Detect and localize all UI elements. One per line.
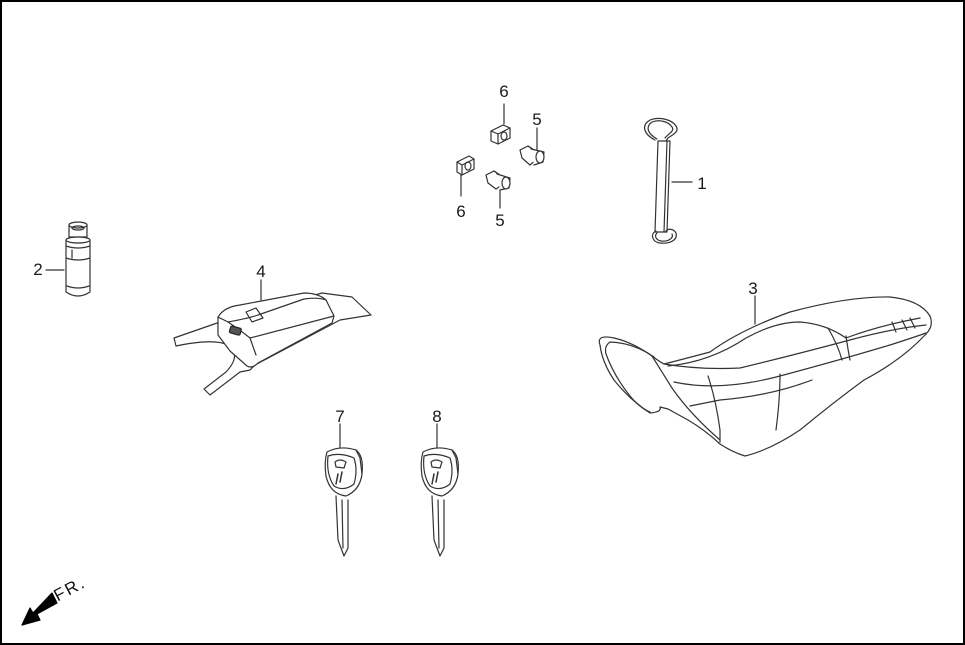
key-7-icon <box>324 423 363 557</box>
key-8-icon <box>420 423 459 557</box>
callout-6-upper: 6 <box>499 82 509 101</box>
callout-1: 1 <box>697 174 707 193</box>
callout-5-upper: 5 <box>532 110 542 129</box>
callout-2: 2 <box>33 260 43 279</box>
seat-base-tray-icon <box>173 279 372 396</box>
nut-upper-icon <box>490 103 511 145</box>
bolt-upper-icon <box>519 127 545 166</box>
callout-5-lower: 5 <box>495 211 505 230</box>
front-direction-arrow-icon <box>21 592 58 626</box>
bolt-lower-icon <box>485 170 511 209</box>
callout-6-lower: 6 <box>456 202 466 221</box>
cylindrical-plug-icon <box>45 221 91 297</box>
callout-3: 3 <box>748 279 758 298</box>
callout-4: 4 <box>256 262 266 281</box>
seat-icon <box>598 295 932 457</box>
callout-8: 8 <box>432 407 442 426</box>
callout-7: 7 <box>335 407 345 426</box>
nut-lower-icon <box>456 155 475 197</box>
strap-handle-icon <box>643 117 693 244</box>
